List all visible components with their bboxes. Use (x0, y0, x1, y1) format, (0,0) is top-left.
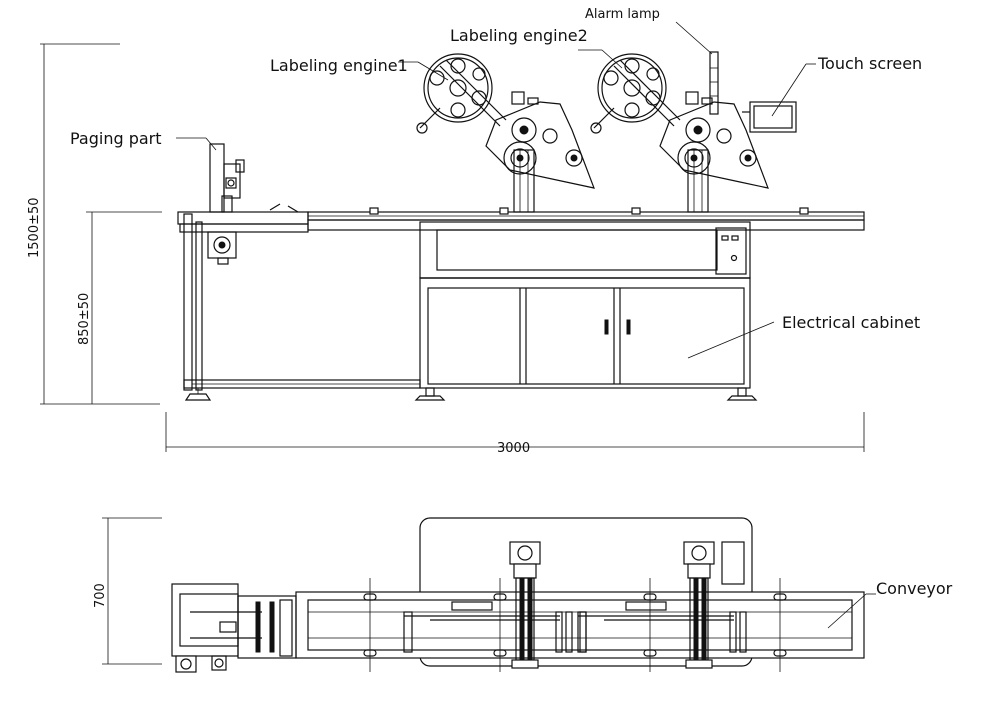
paging-part-top (171, 583, 297, 673)
labeling-engine-2: Labeling engine2 (450, 26, 769, 213)
dim-700-text: 700 (93, 583, 108, 608)
touch-screen: Touch screen (742, 54, 922, 133)
labeling-engine-1: Labeling engine1 (270, 53, 595, 213)
labeling-engine-1-top (403, 541, 587, 669)
dim-850-text: 850±50 (77, 293, 92, 345)
conveyor-label: Conveyor (876, 579, 953, 598)
width-dimension-700: 700 (93, 517, 162, 665)
labeling-engine-2-label: Labeling engine2 (450, 26, 588, 45)
alarm-lamp-label: Alarm lamp (585, 7, 660, 22)
paging-part-frame: Paging part (70, 129, 421, 401)
conveyor-rail-front (307, 207, 865, 231)
dim-1500-text: 1500±50 (27, 197, 42, 258)
labeling-engine-2-top (577, 541, 747, 669)
upper-frame (419, 221, 751, 279)
electrical-cabinet: Electrical cabinet (414, 277, 920, 401)
top-view: 700 Conveyor (93, 517, 953, 673)
length-dimension-3000: 3000 (165, 412, 865, 456)
height-dimension-850: 850±50 (77, 211, 162, 404)
dim-3000-text: 3000 (497, 441, 530, 456)
alarm-lamp: Alarm lamp (585, 7, 719, 115)
labeling-engine-1-label: Labeling engine1 (270, 56, 408, 75)
paging-part-label: Paging part (70, 129, 162, 148)
touch-screen-label: Touch screen (817, 54, 922, 73)
height-dimension-1500: 1500±50 (27, 43, 160, 405)
electrical-cabinet-label: Electrical cabinet (782, 313, 920, 332)
conveyor-top: Conveyor (295, 578, 953, 672)
front-view: 1500±50 850±50 3000 (27, 7, 922, 456)
